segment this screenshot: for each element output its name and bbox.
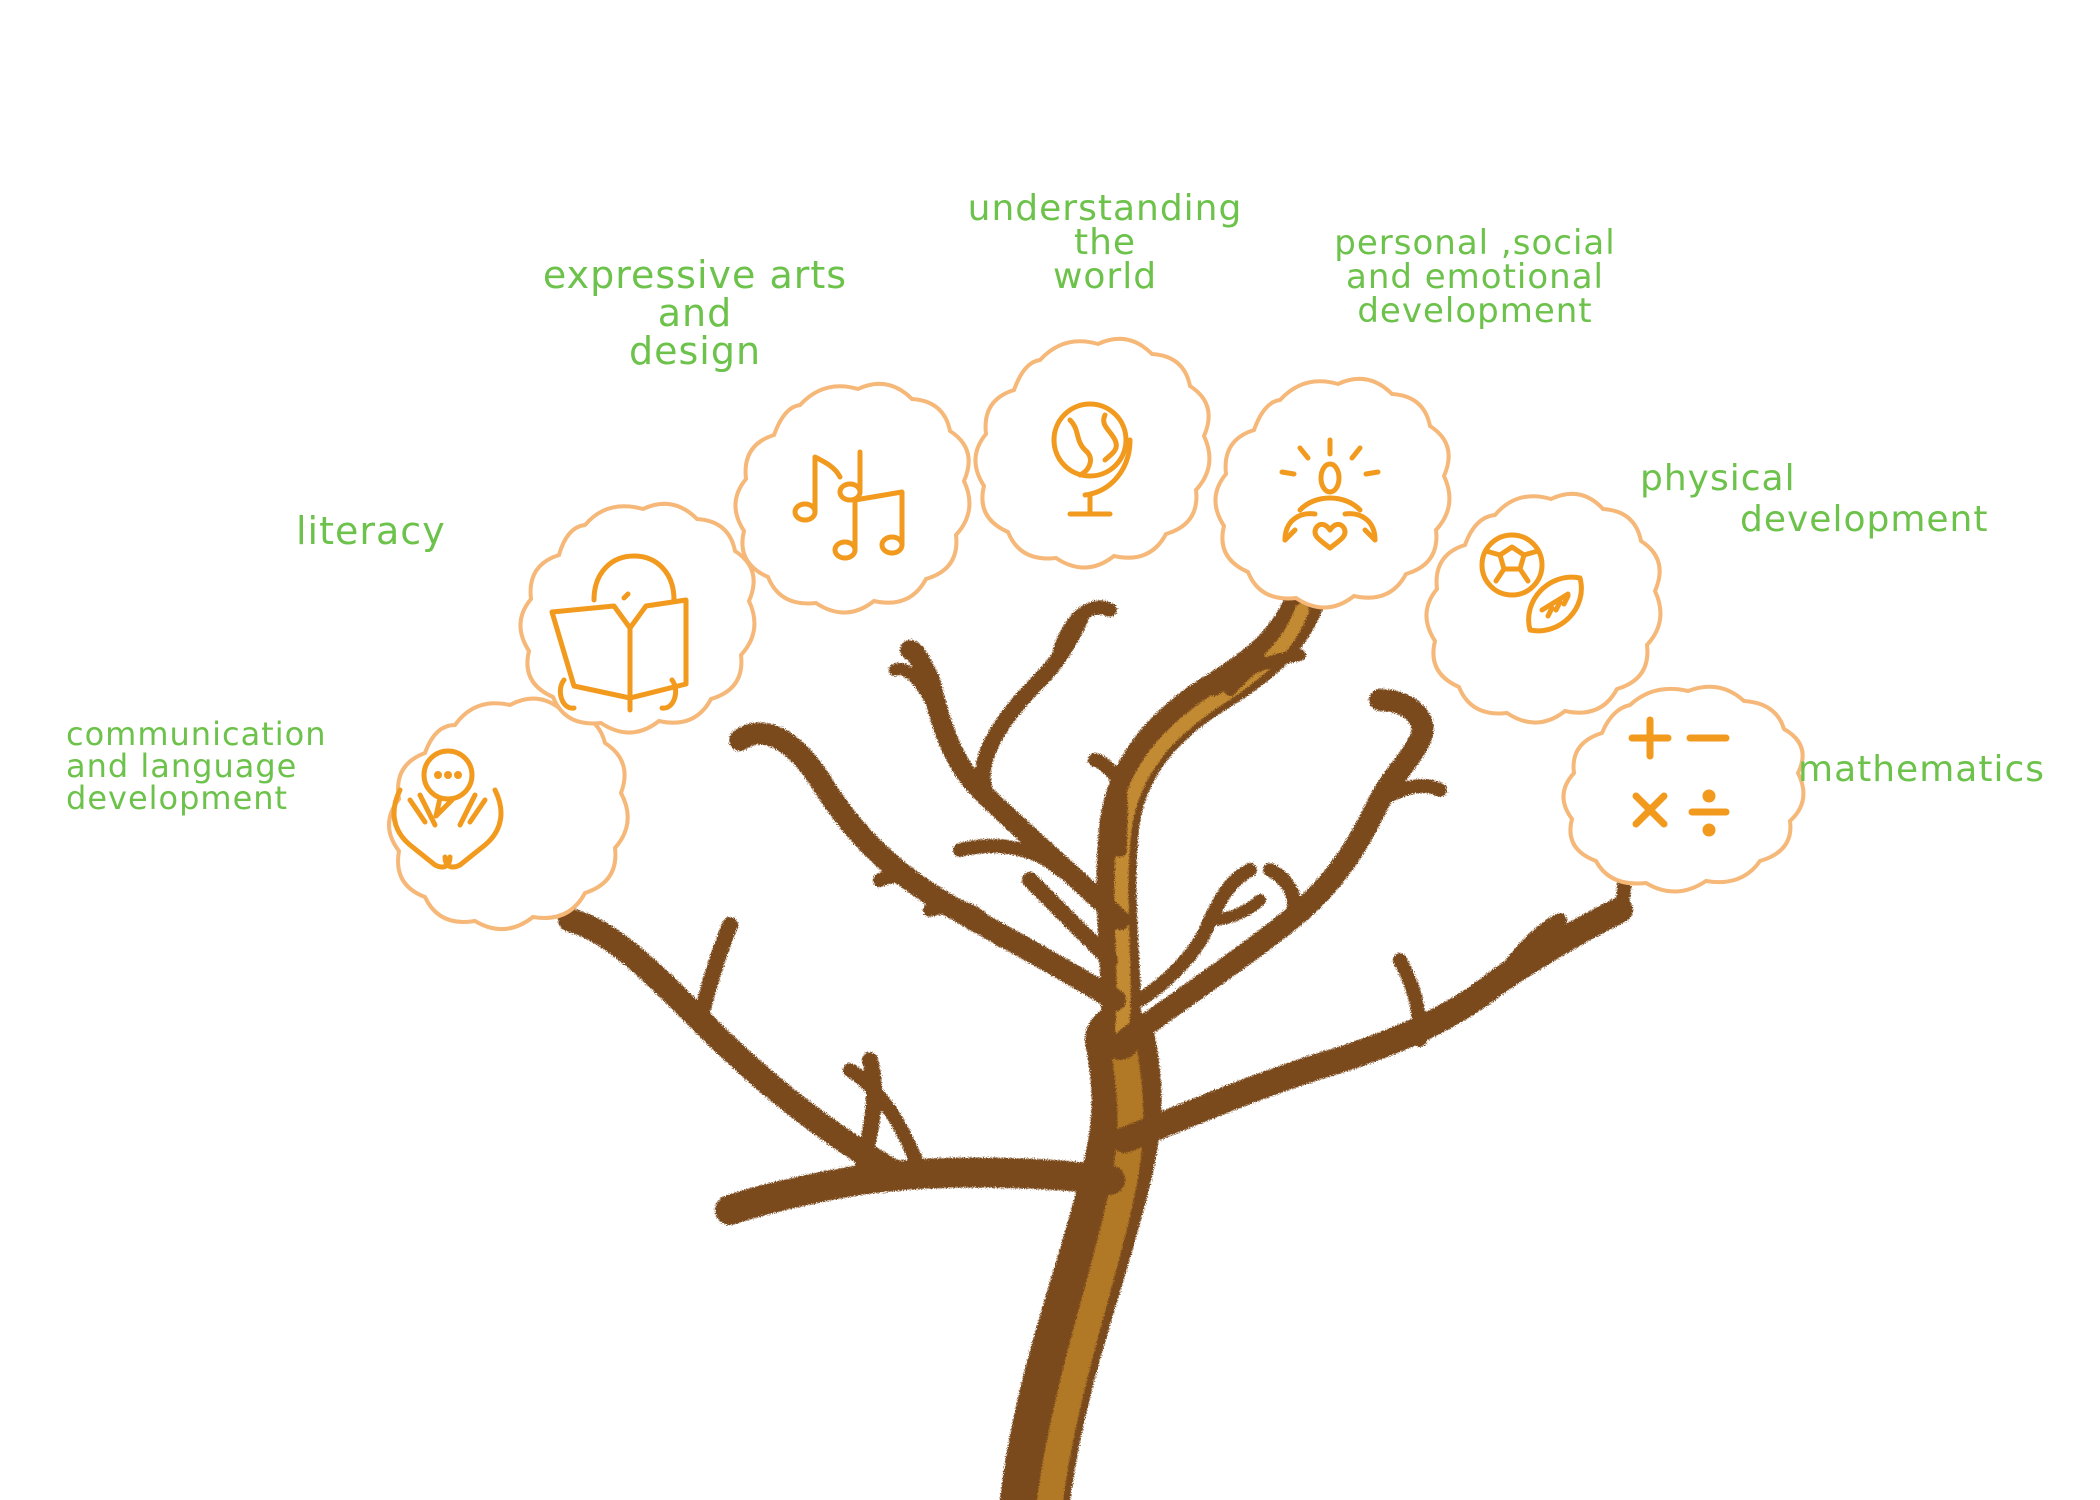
tree-twig-right-1 <box>1493 913 1567 987</box>
tree-branch-upper-left <box>729 722 1126 1011</box>
tree-twig-upper-left-2 <box>923 899 1007 947</box>
label-physical: physical development <box>1640 458 1988 541</box>
label-expressive-arts: expressive arts and design <box>530 256 860 370</box>
tree-twig-mid-right-2 <box>1204 894 1266 926</box>
tree-twig-upper-right-2 <box>1263 863 1301 927</box>
math-symbols-icon <box>1628 716 1730 837</box>
tree-branch-right <box>1112 897 1633 1153</box>
tree-twig-left-1 <box>692 917 738 1028</box>
globe-icon <box>1051 401 1133 517</box>
label-understanding-world-line-2: the <box>1073 222 1137 264</box>
bubbles <box>387 336 1806 932</box>
tree-twig-top-right <box>1224 654 1266 696</box>
label-personal-social-line-3: development <box>1357 291 1593 331</box>
tree-twig-left-2 <box>852 1052 883 1188</box>
tree-trunk-highlight <box>1037 1037 1144 1500</box>
tree-twig-upper-left-1 <box>873 869 947 907</box>
label-mathematics-line-1: mathematics <box>1798 749 2046 790</box>
speech-hands-icon <box>391 748 504 870</box>
tree-twig-tall-left-3 <box>889 663 936 706</box>
tree-twig-left-3 <box>843 1063 927 1177</box>
tree <box>558 580 1633 1500</box>
tree-twig-center-upper <box>1088 753 1128 857</box>
label-understanding-world-line-1: understanding <box>967 188 1243 229</box>
bubble-understanding-world <box>973 336 1212 570</box>
tree-branch-upper-right <box>1114 689 1434 1051</box>
label-understanding-world-line-3: world <box>1052 256 1158 298</box>
reading-book-icon <box>549 553 689 713</box>
label-expressive-arts-line-1: expressive arts <box>542 253 848 297</box>
tree-twig-upper-right-1 <box>1373 778 1447 807</box>
label-personal-social-line-2: and emotional <box>1345 257 1605 297</box>
label-personal-social: personal ,social and emotional developme… <box>1310 226 1640 328</box>
label-expressive-arts-line-3: design <box>628 329 762 373</box>
label-communication-line-2: and language <box>66 747 298 785</box>
tree-twig-right-3 <box>1393 953 1427 1047</box>
label-expressive-arts-line-2: and <box>657 291 733 335</box>
tree-branch-tall-left <box>900 640 1130 930</box>
label-mathematics: mathematics <box>1798 752 2045 788</box>
label-physical-line-1: physical <box>1640 458 1796 499</box>
tree-branch-left-lower <box>558 908 912 1187</box>
person-heart-icon <box>1279 437 1381 551</box>
label-literacy: literacy <box>296 512 446 550</box>
label-physical-line-2: development <box>1740 499 1989 541</box>
label-personal-social-line-1: personal ,social <box>1334 223 1616 263</box>
sports-balls-icon <box>1479 532 1584 634</box>
label-understanding-world: understanding the world <box>945 188 1265 298</box>
label-communication-line-3: development <box>66 779 289 817</box>
music-notes-icon <box>792 449 905 561</box>
tree-twig-upper-left-4 <box>1022 872 1118 968</box>
label-communication-line-1: communication <box>66 715 327 753</box>
bubble-mathematics <box>1561 684 1806 894</box>
tree-branch-left <box>715 1157 1125 1225</box>
label-literacy-line-1: literacy <box>296 509 446 553</box>
tree-twig-tall-left-2 <box>1053 600 1117 657</box>
label-communication: communication and language development <box>66 718 326 814</box>
bubble-communication <box>387 696 630 932</box>
